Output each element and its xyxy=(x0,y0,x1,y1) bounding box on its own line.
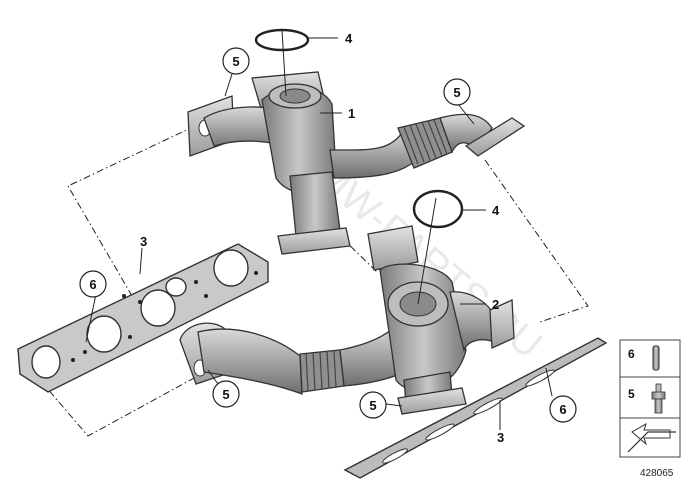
exhaust-manifold-2 xyxy=(179,225,515,415)
callout-6-right: 6 xyxy=(549,395,577,423)
svg-text:6: 6 xyxy=(559,402,566,417)
callout-5-bottom-center: 5 xyxy=(359,391,387,419)
svg-text:2: 2 xyxy=(492,297,499,312)
stud-icon xyxy=(652,345,660,371)
callout-3-right: 3 xyxy=(497,430,504,445)
callout-2: 2 xyxy=(492,297,499,312)
svg-text:4: 4 xyxy=(345,31,353,46)
callout-1: 1 xyxy=(348,106,355,121)
leader-lines xyxy=(39,125,589,437)
svg-text:3: 3 xyxy=(497,430,504,445)
callout-5-top-left: 5 xyxy=(222,47,250,75)
svg-text:6: 6 xyxy=(628,347,635,361)
callout-5-bottom-left: 5 xyxy=(212,380,240,408)
svg-text:6: 6 xyxy=(89,277,96,292)
nut-icon xyxy=(651,383,666,414)
callout-3-left: 3 xyxy=(140,234,147,249)
svg-text:5: 5 xyxy=(628,387,635,401)
svg-text:3: 3 xyxy=(140,234,147,249)
sealing-ring-lower xyxy=(412,189,464,229)
svg-text:5: 5 xyxy=(369,398,376,413)
callout-5-top-right: 5 xyxy=(443,78,471,106)
svg-text:5: 5 xyxy=(453,85,460,100)
side-item-stud: 6 xyxy=(628,345,660,371)
callout-4-lower: 4 xyxy=(492,203,500,218)
diagram-number: 428065 xyxy=(640,468,674,479)
svg-text:5: 5 xyxy=(232,54,239,69)
svg-text:1: 1 xyxy=(348,106,355,121)
side-panel: 6 5 xyxy=(619,339,681,458)
exhaust-manifold-1 xyxy=(187,71,526,255)
callout-4-upper: 4 xyxy=(345,31,353,46)
gasket-right xyxy=(343,337,608,479)
arrow-icon xyxy=(627,422,676,453)
gasket-left xyxy=(17,243,269,393)
side-item-nut: 5 xyxy=(628,383,666,414)
callout-leaders xyxy=(85,29,553,430)
svg-text:5: 5 xyxy=(222,387,229,402)
callout-6-left: 6 xyxy=(79,270,107,298)
svg-text:4: 4 xyxy=(492,203,500,218)
